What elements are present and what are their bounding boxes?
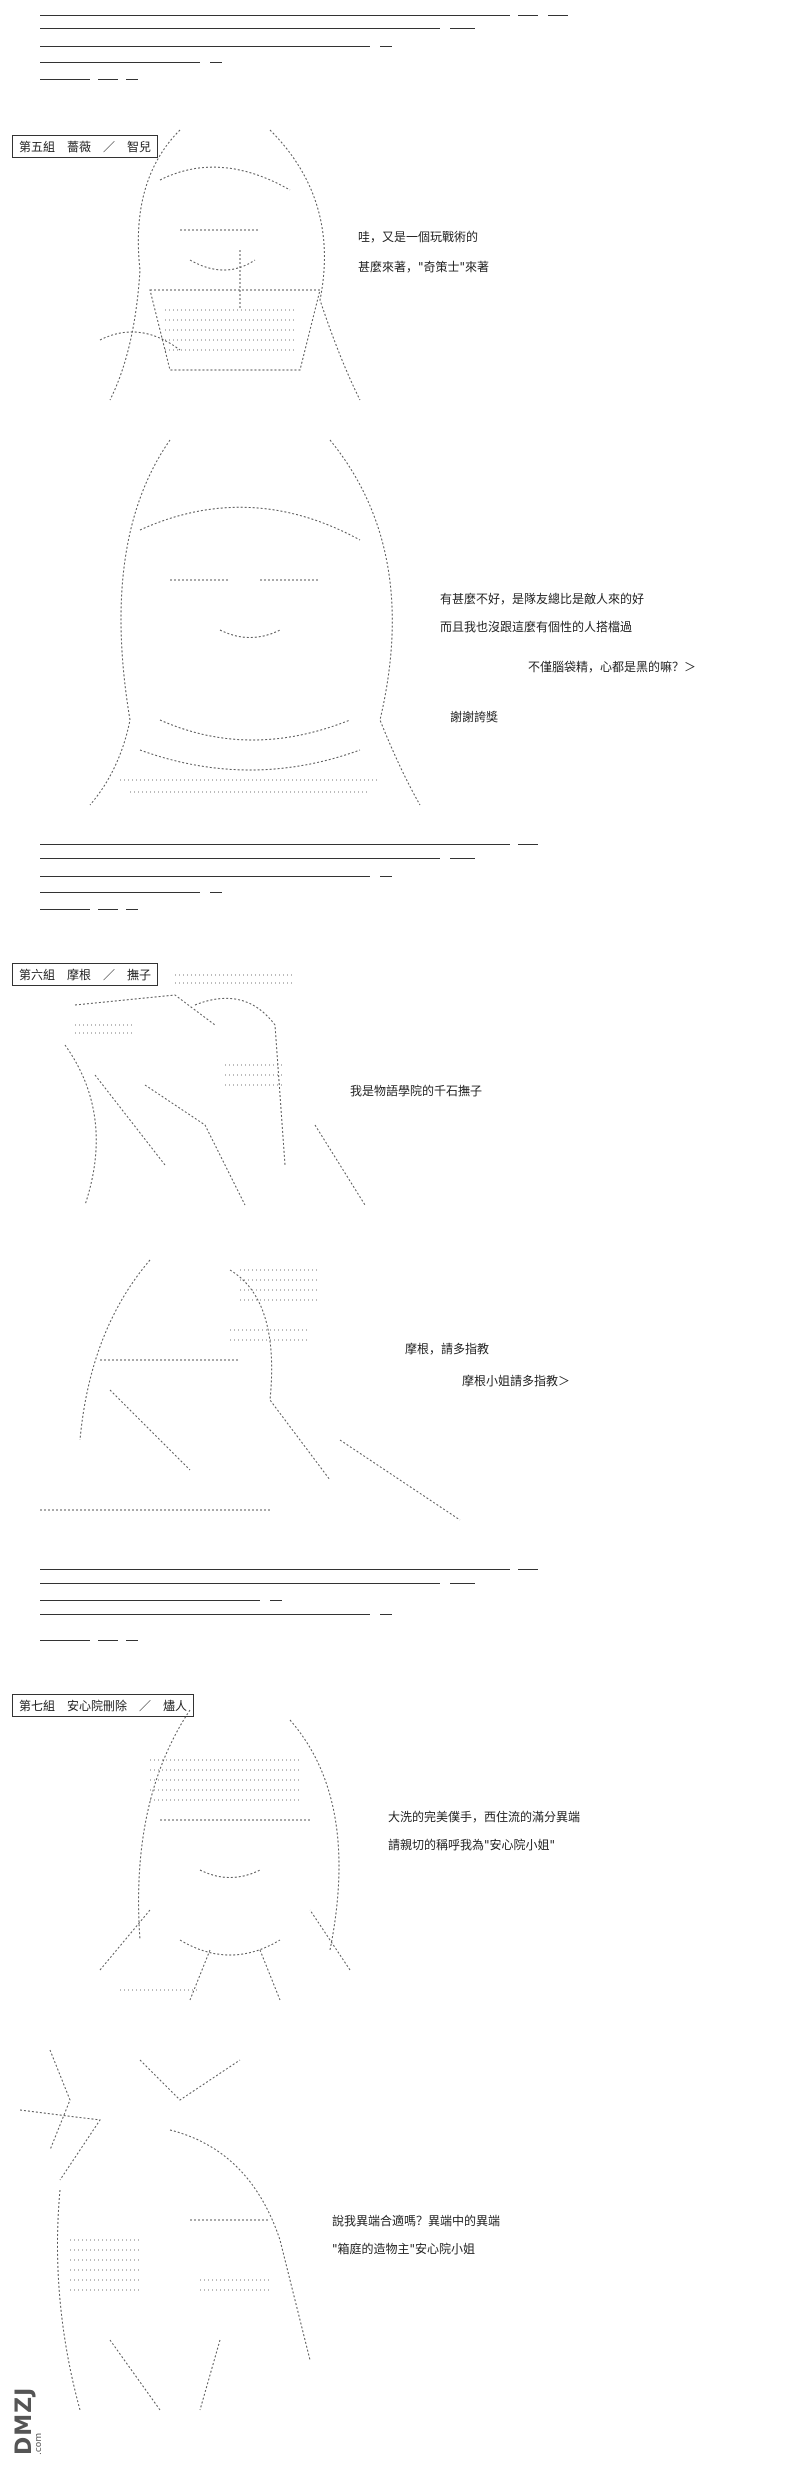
separator-line: [40, 876, 370, 877]
section-label: 第五組 薔薇 ／ 智兒: [12, 135, 159, 158]
dialogue-line: 請親切的稱呼我為"安心院小姐": [388, 1838, 556, 1852]
ascii-art-illustration: [60, 420, 440, 810]
separator-line: [518, 15, 538, 16]
dialogue-line: 哇，又是一個玩戰術的: [358, 230, 479, 244]
separator-line: [518, 1569, 538, 1570]
separator-line: [210, 892, 222, 893]
separator-line: [40, 62, 200, 63]
dialogue-line: 而且我也沒跟這麼有個性的人搭檔過: [440, 620, 633, 634]
separator-line: [40, 844, 510, 845]
separator-line: [40, 1569, 510, 1570]
separator-line: [98, 79, 118, 80]
separator-line: [40, 858, 440, 859]
dialogue-line: 摩根小姐請多指教＞: [462, 1374, 571, 1388]
section-label: 第七組 安心院刪除 ／ 燼人: [12, 1694, 195, 1717]
separator-line: [270, 1600, 282, 1601]
separator-line: [98, 909, 118, 910]
ascii-art-illustration: [60, 1700, 390, 2010]
separator-line: [126, 909, 138, 910]
separator-line: [380, 876, 392, 877]
dialogue-line: "箱庭的造物主"安心院小姐: [332, 2242, 476, 2256]
separator-line: [40, 1640, 90, 1641]
ascii-art-illustration: [20, 2040, 350, 2420]
separator-line: [380, 1614, 392, 1615]
ascii-art-illustration: [40, 120, 380, 410]
dialogue-line: 說我異端合適嗎？異端中的異端: [332, 2214, 501, 2228]
dialogue-line: 甚麼來著，"奇策士"來著: [358, 260, 490, 274]
separator-line: [40, 1614, 370, 1615]
separator-line: [126, 79, 138, 80]
separator-line: [450, 858, 475, 859]
separator-line: [40, 79, 90, 80]
separator-line: [126, 1640, 138, 1641]
dialogue-line: 謝謝誇獎: [450, 710, 499, 724]
separator-line: [518, 844, 538, 845]
separator-line: [210, 62, 222, 63]
dialogue-line: 有甚麼不好，是隊友總比是敵人來的好: [440, 592, 645, 606]
dialogue-line: 不僅腦袋精，心都是黑的嘛？＞: [528, 660, 697, 674]
separator-line: [40, 15, 510, 16]
separator-line: [98, 1640, 118, 1641]
separator-line: [450, 28, 475, 29]
separator-line: [40, 909, 90, 910]
separator-line: [40, 28, 440, 29]
separator-line: [40, 46, 370, 47]
separator-line: [40, 1600, 260, 1601]
ascii-art-illustration: [55, 965, 375, 1215]
ascii-art-illustration: [40, 1240, 480, 1530]
dialogue-line: 我是物語學院的千石撫子: [350, 1084, 483, 1098]
section-label: 第六組 摩根 ／ 撫子: [12, 963, 159, 986]
separator-line: [450, 1583, 475, 1584]
separator-line: [40, 1583, 440, 1584]
separator-line: [548, 15, 568, 16]
dialogue-line: 大洗的完美僕手，西住流的滿分異端: [388, 1810, 581, 1824]
watermark-logo: DMZJ .com: [12, 2386, 44, 2455]
separator-line: [380, 46, 392, 47]
separator-line: [40, 892, 200, 893]
dialogue-line: 摩根，請多指教: [405, 1342, 490, 1356]
